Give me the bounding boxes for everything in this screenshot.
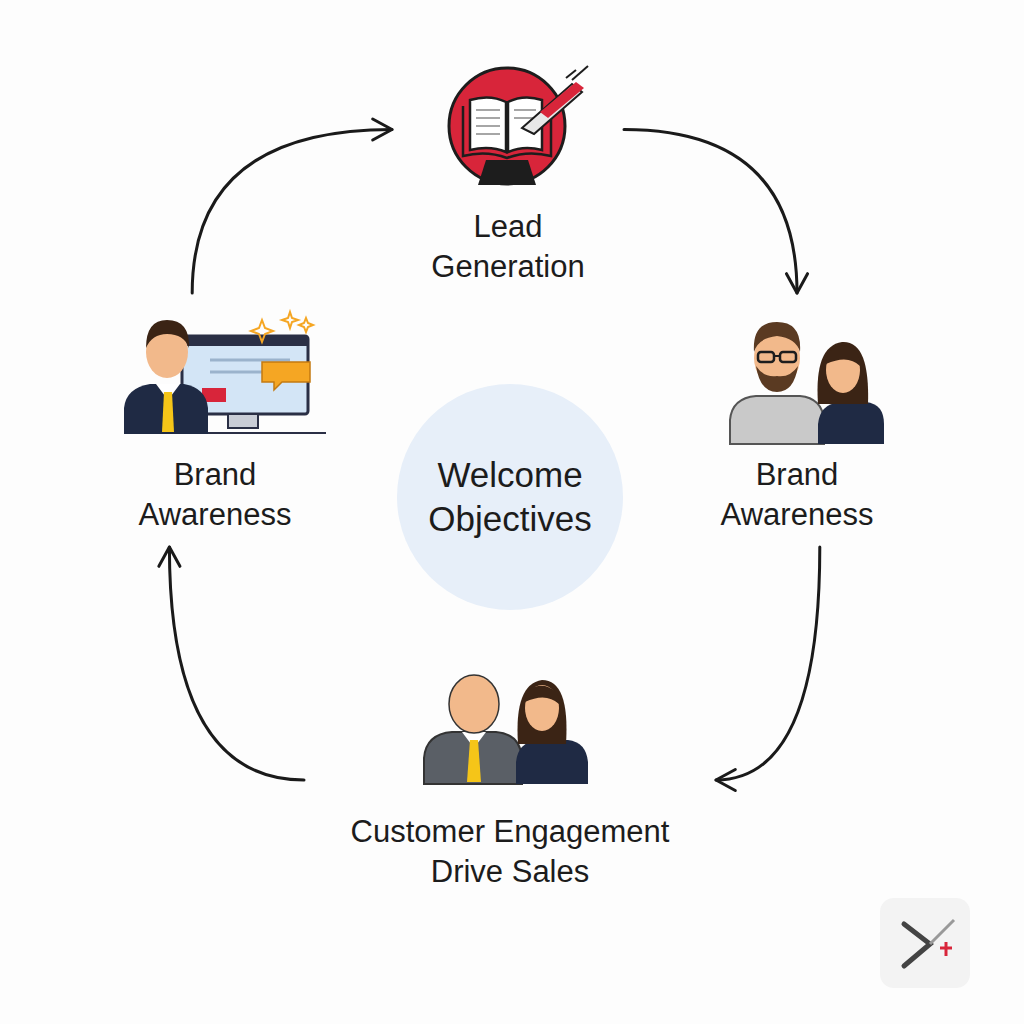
goal-node: Brand Awareness xyxy=(101,305,329,535)
cycle-arrow xyxy=(716,547,820,791)
arrow-head xyxy=(786,274,807,293)
cycle-arrow xyxy=(159,547,304,780)
arrow-head xyxy=(373,119,392,140)
arrow-line xyxy=(192,130,392,294)
book-icon xyxy=(449,66,588,185)
cycle-arrow xyxy=(624,130,808,294)
people-icon xyxy=(730,322,884,444)
goal-node: Lead Generation xyxy=(404,62,612,287)
center-circle: Welcome Objectives xyxy=(397,384,623,610)
arrow-line xyxy=(169,547,304,780)
node-label: Brand Awareness xyxy=(101,455,329,535)
presenter-icon xyxy=(124,312,326,434)
node-label: Brand Awareness xyxy=(683,455,911,535)
node-label: Lead Generation xyxy=(404,207,612,287)
team-icon xyxy=(424,675,588,784)
goal-node: Customer Engagement Drive Sales xyxy=(316,668,704,892)
arrow-line xyxy=(716,547,820,780)
arrow-head xyxy=(716,769,735,790)
node-label: Welcome Objectives xyxy=(412,453,608,541)
goal-node: Brand Awareness xyxy=(683,305,911,535)
arrow-head xyxy=(159,547,180,566)
watermark-icon xyxy=(880,898,970,988)
cycle-arrow xyxy=(192,119,392,293)
node-label: Customer Engagement Drive Sales xyxy=(316,812,704,892)
arrow-line xyxy=(624,130,797,294)
